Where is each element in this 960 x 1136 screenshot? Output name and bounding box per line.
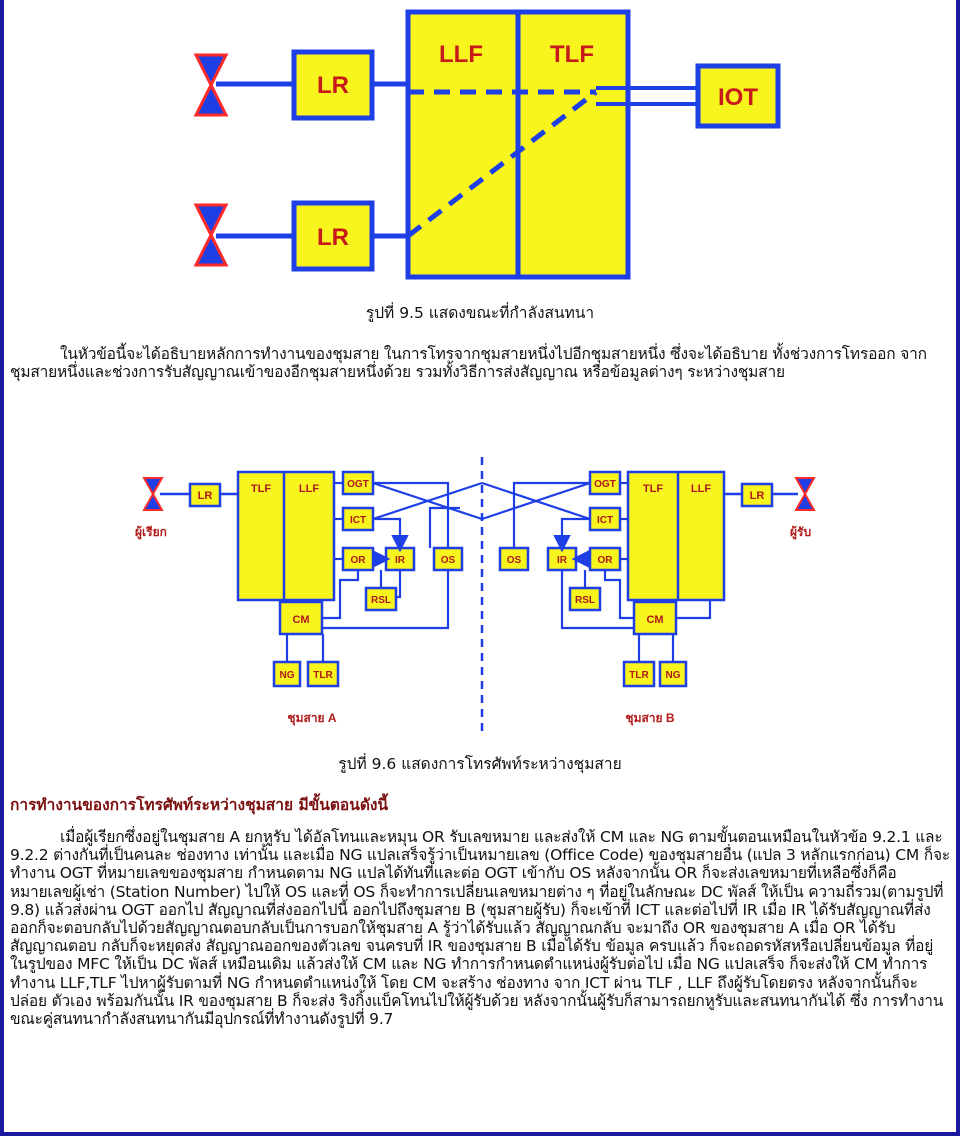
lr-bottom-label: LR: [317, 224, 349, 251]
or-a-label: OR: [351, 555, 367, 566]
tlf-a-label: TLF: [251, 483, 271, 495]
ogt-b-label: OGT: [594, 479, 616, 490]
ict-b-label: ICT: [597, 515, 613, 526]
iot-label: IOT: [718, 84, 758, 111]
ict-a-label: ICT: [350, 515, 366, 526]
os-a-label: OS: [441, 555, 456, 566]
intro-paragraph: ในหัวข้อนี้จะได้อธิบายหลักการทำงานของชุม…: [10, 345, 927, 382]
lr-a-label: LR: [198, 490, 213, 502]
tlf-label: TLF: [550, 41, 594, 68]
os-b-label: OS: [507, 555, 522, 566]
cm-a-label: CM: [292, 614, 309, 626]
tlr-b-label: TLR: [629, 670, 649, 681]
telephone-hourglass-icon: [193, 203, 229, 267]
cm-b-label: CM: [646, 614, 663, 626]
rsl-b-label: RSL: [575, 595, 595, 606]
telephone-hourglass-icon: [794, 477, 816, 511]
llf-label: LLF: [439, 41, 483, 68]
exchange-b-label: ชุมสาย B: [625, 711, 674, 726]
figure-9-5-caption: รูปที่ 9.5 แสดงขณะที่กำลังสนทนา: [365, 304, 595, 322]
figure-9-5-diagram: LR LR LLF TLF IOT: [193, 9, 781, 280]
section-heading: การทำงานของการโทรศัพท์ระหว่างชุมสาย มีขั…: [10, 796, 389, 814]
telephone-hourglass-icon: [193, 53, 229, 117]
callee-label: ผู้รับ: [790, 525, 811, 540]
figure-9-6-diagram: ผู้เรียก LR TLF LLF OGT ICT OR IR OS RSL…: [135, 457, 816, 737]
rsl-a-label: RSL: [371, 595, 391, 606]
ng-a-label: NG: [280, 670, 295, 681]
tlr-a-label: TLR: [313, 670, 333, 681]
ng-b-label: NG: [666, 670, 681, 681]
ir-a-label: IR: [395, 555, 406, 566]
exchange-a-label: ชุมสาย A: [287, 711, 336, 726]
caller-label: ผู้เรียก: [135, 525, 167, 540]
telephone-hourglass-icon: [142, 477, 164, 511]
lr-top-label: LR: [317, 72, 349, 99]
body-paragraph: เมื่อผู้เรียกซึ่งอยู่ในชุมสาย A ยกหูรับ …: [10, 828, 950, 1029]
ogt-a-label: OGT: [347, 479, 369, 490]
ir-b-label: IR: [557, 555, 568, 566]
llf-a-label: LLF: [299, 483, 319, 495]
llf-b-label: LLF: [691, 483, 711, 495]
or-b-label: OR: [598, 555, 614, 566]
figure-9-6-caption: รูปที่ 9.6 แสดงการโทรศัพท์ระหว่างชุมสาย: [338, 755, 622, 773]
tlf-b-label: TLF: [643, 483, 663, 495]
lr-b-label: LR: [750, 490, 765, 502]
